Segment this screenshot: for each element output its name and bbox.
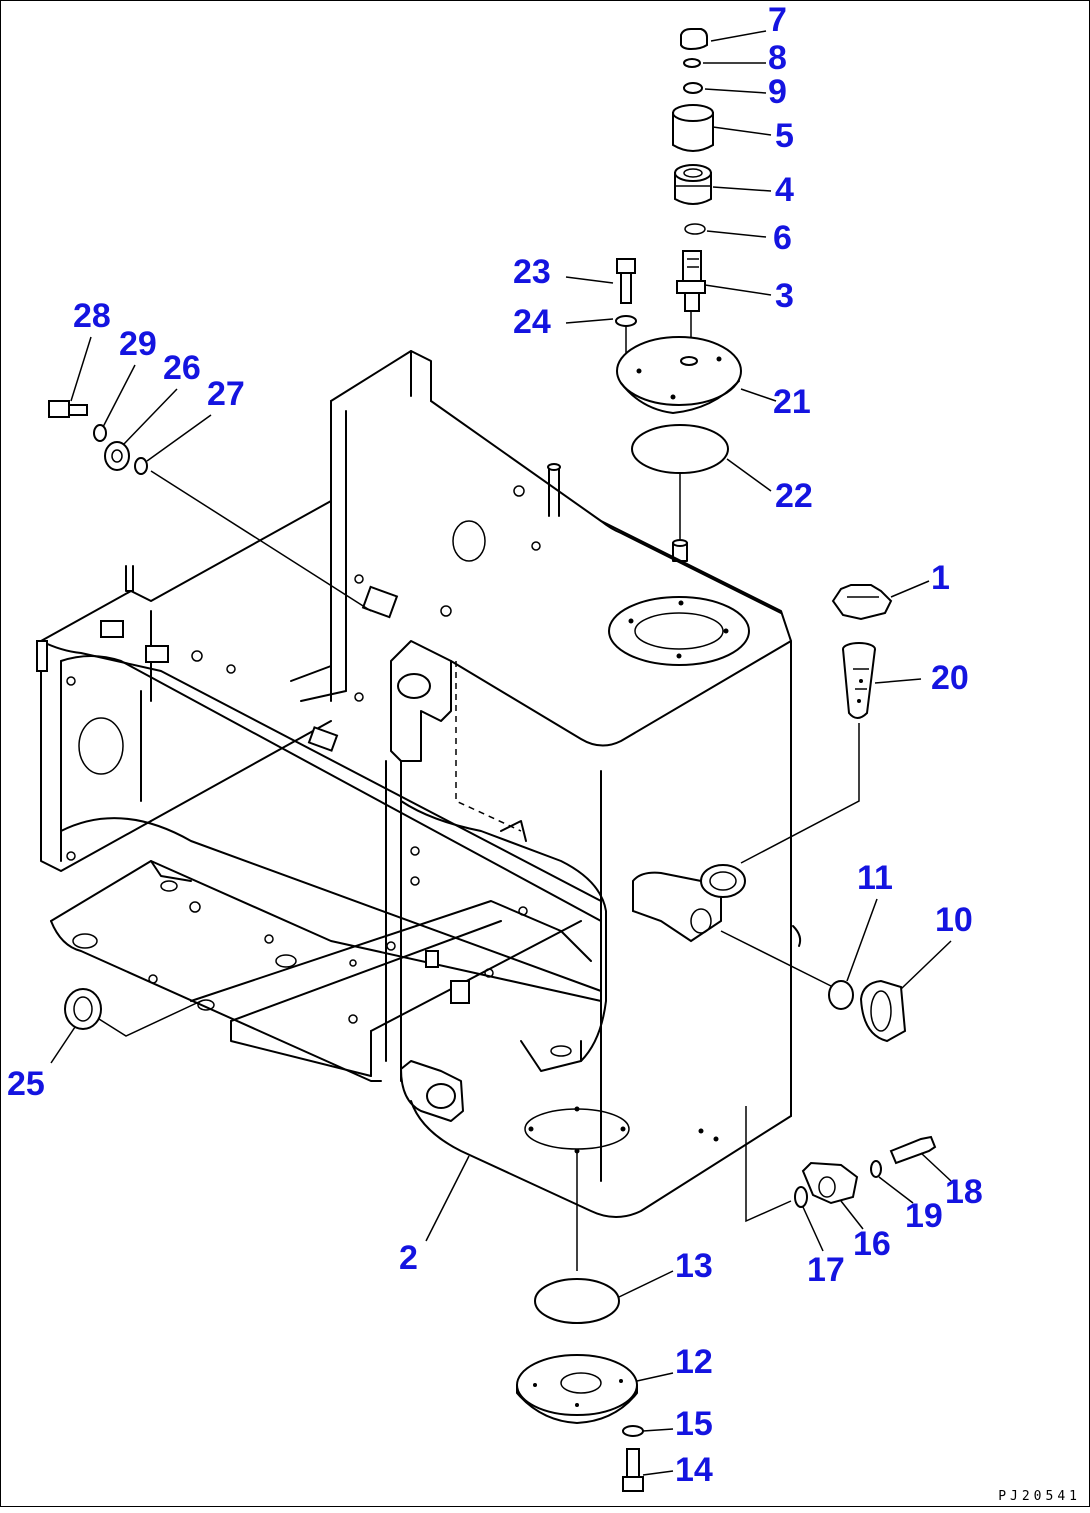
leader-strainer-neck: [740, 723, 860, 864]
callout-26: 26: [163, 349, 201, 387]
callout-1: 1: [931, 559, 950, 597]
part-12-cover-plate: [516, 1354, 638, 1424]
part-19-washer: [870, 1160, 882, 1178]
part-13-gasket: [534, 1278, 620, 1324]
callout-13: 13: [675, 1247, 713, 1285]
callout-24: 24: [513, 303, 551, 341]
callout-19: 19: [905, 1197, 943, 1235]
part-16-drain-valve: [801, 1161, 859, 1205]
callout-14: 14: [675, 1451, 713, 1489]
callout-23: 23: [513, 253, 551, 291]
callout-25: 25: [7, 1065, 45, 1103]
callout-18: 18: [945, 1173, 983, 1211]
callout-10: 10: [935, 901, 973, 939]
part-26-washer: [104, 441, 130, 471]
clamp-marker: [792, 925, 802, 947]
part-21-cover-plate: [616, 336, 742, 414]
callout-22: 22: [775, 477, 813, 515]
callout-3: 3: [775, 277, 794, 315]
part-5-cap: [672, 104, 714, 152]
callout-4: 4: [775, 171, 794, 209]
part-14-bolt: [622, 1448, 644, 1492]
part-9-washer: [683, 82, 703, 94]
callout-12: 12: [675, 1343, 713, 1381]
leader-plug-25: [98, 1000, 202, 1037]
callout-9: 9: [768, 73, 787, 111]
callout-28: 28: [73, 297, 111, 335]
part-4-bushing: [674, 164, 712, 205]
part-7-plug: [680, 28, 708, 51]
part-29-washer: [93, 424, 107, 442]
part-28-bolt: [48, 400, 88, 418]
part-11-o-ring: [828, 980, 854, 1010]
leader-lines: [50, 30, 952, 1476]
part-23-bolt: [616, 258, 636, 304]
part-20-strainer: [842, 642, 876, 719]
callout-6: 6: [773, 219, 792, 257]
drawing-code: PJ20541: [998, 1489, 1081, 1504]
callout-17: 17: [807, 1251, 845, 1289]
filler-neck: [632, 864, 746, 943]
leader-filler-neck: [720, 930, 832, 987]
callout-11: 11: [857, 859, 893, 897]
callout-7: 7: [768, 1, 787, 39]
callout-16: 16: [853, 1225, 891, 1263]
part-2-tank-frame: [36, 350, 792, 1218]
callout-21: 21: [773, 383, 811, 421]
part-22-gasket: [631, 424, 729, 474]
part-25-plug: [64, 988, 102, 1030]
callout-2: 2: [399, 1239, 418, 1277]
part-27-collar: [134, 457, 148, 475]
part-15-washer: [622, 1425, 644, 1437]
callout-5: 5: [775, 117, 794, 155]
part-17-o-ring: [794, 1186, 808, 1208]
part-10-cap: [859, 979, 907, 1043]
part-1-filler-cap: [831, 584, 893, 621]
part-24-washer: [615, 315, 637, 327]
callout-27: 27: [207, 375, 245, 413]
part-8-washer: [683, 58, 701, 68]
callout-15: 15: [675, 1405, 713, 1443]
part-3-breather-valve: [676, 250, 706, 312]
leader-bolt-28: [150, 470, 372, 612]
callout-20: 20: [931, 659, 969, 697]
part-18-plug: [889, 1135, 937, 1165]
part-6-ring: [684, 223, 706, 235]
leader-drain: [745, 1106, 792, 1223]
callout-8: 8: [768, 39, 787, 77]
callout-29: 29: [119, 325, 157, 363]
